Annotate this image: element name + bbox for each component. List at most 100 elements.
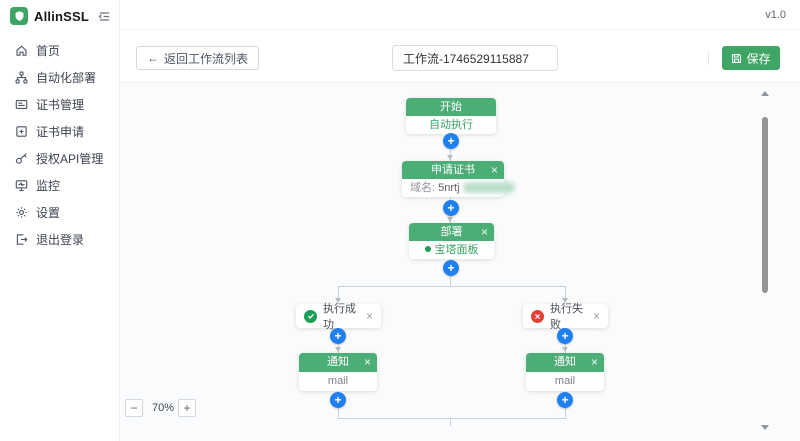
sidebar-item-api-auth[interactable]: 授权API管理 xyxy=(0,145,119,172)
redacted-domain-blur xyxy=(462,182,515,193)
node-notify-success[interactable]: 通知 × mail xyxy=(299,353,377,391)
node-deploy[interactable]: 部署 × 宝塔面板 xyxy=(409,223,494,259)
toolbar-divider xyxy=(708,52,709,65)
domain-value: 5nrtj xyxy=(438,182,460,194)
branch-success-label: 执行成功 xyxy=(323,303,356,331)
sidebar-item-automation[interactable]: 自动化部署 xyxy=(0,64,119,91)
sidebar-item-label: 监控 xyxy=(36,179,61,193)
sidebar-collapse-icon[interactable] xyxy=(98,10,111,23)
sidebar-item-label: 退出登录 xyxy=(36,233,85,247)
arrow-down-icon xyxy=(562,298,568,303)
node-notify-body: mail xyxy=(526,372,604,391)
provider-name: 宝塔面板 xyxy=(434,244,479,256)
back-to-workflow-list-button[interactable]: ← 返回工作流列表 xyxy=(136,46,260,70)
add-node-button[interactable]: + xyxy=(443,133,459,149)
branch-success-node[interactable]: 执行成功 × xyxy=(296,303,381,331)
cert-request-icon xyxy=(15,125,28,138)
branch-fail-node[interactable]: 执行失败 × xyxy=(523,303,608,331)
api-auth-icon xyxy=(15,152,28,165)
version-label: v1.0 xyxy=(765,8,786,21)
arrow-down-icon xyxy=(335,298,341,303)
save-button[interactable]: 保存 xyxy=(722,46,780,70)
add-node-button[interactable]: + xyxy=(330,392,346,408)
close-icon[interactable]: × xyxy=(490,163,498,177)
close-icon[interactable]: × xyxy=(592,309,600,323)
toolbar: ← 返回工作流列表 保存 xyxy=(120,30,800,82)
node-deploy-body: 宝塔面板 xyxy=(409,241,494,259)
sidebar-item-label: 自动化部署 xyxy=(36,71,97,85)
node-start-header: 开始 xyxy=(406,98,496,116)
add-node-button[interactable]: + xyxy=(443,260,459,276)
settings-icon xyxy=(15,206,28,219)
close-icon[interactable]: × xyxy=(363,355,371,369)
node-notify-header: 通知 × xyxy=(526,353,604,372)
app-title: AllinSSL xyxy=(34,8,90,24)
success-check-icon xyxy=(304,309,317,323)
node-apply-cert-header: 申请证书 × xyxy=(402,161,504,179)
scrollbar-up-arrow[interactable] xyxy=(761,91,769,96)
branch-split-line xyxy=(338,286,566,287)
home-icon xyxy=(15,44,28,57)
add-node-button[interactable]: + xyxy=(557,328,573,344)
close-icon[interactable]: × xyxy=(590,355,598,369)
workflow-name-input[interactable] xyxy=(392,45,558,71)
node-apply-cert[interactable]: 申请证书 × 域名: 5nrtj xyxy=(402,161,515,197)
connector-line xyxy=(338,286,339,300)
node-notify-header: 通知 × xyxy=(299,353,377,372)
logout-icon xyxy=(15,233,28,246)
node-title: 通知 xyxy=(554,356,576,368)
back-button-label: 返回工作流列表 xyxy=(164,51,249,66)
scrollbar-thumb[interactable] xyxy=(762,117,768,293)
workflow-canvas[interactable]: + + + + + + + 开始 自动执行 申请证书 × 域名: 5nrtj 部… xyxy=(120,82,800,441)
node-notify-fail[interactable]: 通知 × mail xyxy=(526,353,604,391)
sidebar-nav: 首页 自动化部署 证书管理 证书申请 xyxy=(0,37,119,253)
sidebar-item-label: 证书申请 xyxy=(36,125,85,139)
node-start-body: 自动执行 xyxy=(406,116,496,134)
monitor-icon xyxy=(15,179,28,192)
node-title: 部署 xyxy=(440,226,463,238)
back-arrow-icon: ← xyxy=(147,51,159,65)
app-logo-icon xyxy=(10,7,28,25)
add-node-button[interactable]: + xyxy=(330,328,346,344)
save-icon xyxy=(731,53,742,64)
sidebar: AllinSSL 首页 自动化部署 xyxy=(0,0,120,441)
node-start[interactable]: 开始 自动执行 xyxy=(406,98,496,134)
close-icon[interactable]: × xyxy=(365,309,373,323)
arrow-down-icon xyxy=(335,347,341,352)
save-button-label: 保存 xyxy=(746,51,771,66)
cert-manage-icon xyxy=(15,98,28,111)
top-header: v1.0 xyxy=(120,0,800,30)
connector-line xyxy=(565,286,566,300)
automation-icon xyxy=(15,71,28,84)
sidebar-item-label: 授权API管理 xyxy=(36,152,104,166)
sidebar-item-monitor[interactable]: 监控 xyxy=(0,172,119,199)
sidebar-item-label: 设置 xyxy=(36,206,61,220)
close-icon[interactable]: × xyxy=(480,225,488,239)
node-notify-body: mail xyxy=(299,372,377,391)
zoom-level: 70% xyxy=(152,402,175,414)
sidebar-item-label: 证书管理 xyxy=(36,98,85,112)
sidebar-item-logout[interactable]: 退出登录 xyxy=(0,226,119,253)
add-node-button[interactable]: + xyxy=(443,200,459,216)
add-node-button[interactable]: + xyxy=(557,392,573,408)
zoom-in-button[interactable]: + xyxy=(178,399,196,417)
branch-fail-label: 执行失败 xyxy=(550,303,583,331)
sidebar-item-settings[interactable]: 设置 xyxy=(0,199,119,226)
sidebar-item-home[interactable]: 首页 xyxy=(0,37,119,64)
error-cross-icon xyxy=(531,309,544,323)
arrow-down-icon xyxy=(447,155,453,160)
provider-status-dot xyxy=(424,246,431,252)
node-title: 通知 xyxy=(327,356,349,368)
node-title: 申请证书 xyxy=(431,164,475,176)
sidebar-item-cert-manage[interactable]: 证书管理 xyxy=(0,91,119,118)
node-deploy-header: 部署 × xyxy=(409,223,494,241)
node-apply-cert-body: 域名: 5nrtj xyxy=(402,179,515,197)
sidebar-item-label: 首页 xyxy=(36,44,61,58)
arrow-down-icon xyxy=(447,217,453,222)
domain-label: 域名: xyxy=(410,182,436,194)
zoom-out-button[interactable]: − xyxy=(125,399,143,417)
scrollbar-down-arrow[interactable] xyxy=(761,425,769,430)
sidebar-item-cert-request[interactable]: 证书申请 xyxy=(0,118,119,145)
connector-line xyxy=(450,418,451,426)
